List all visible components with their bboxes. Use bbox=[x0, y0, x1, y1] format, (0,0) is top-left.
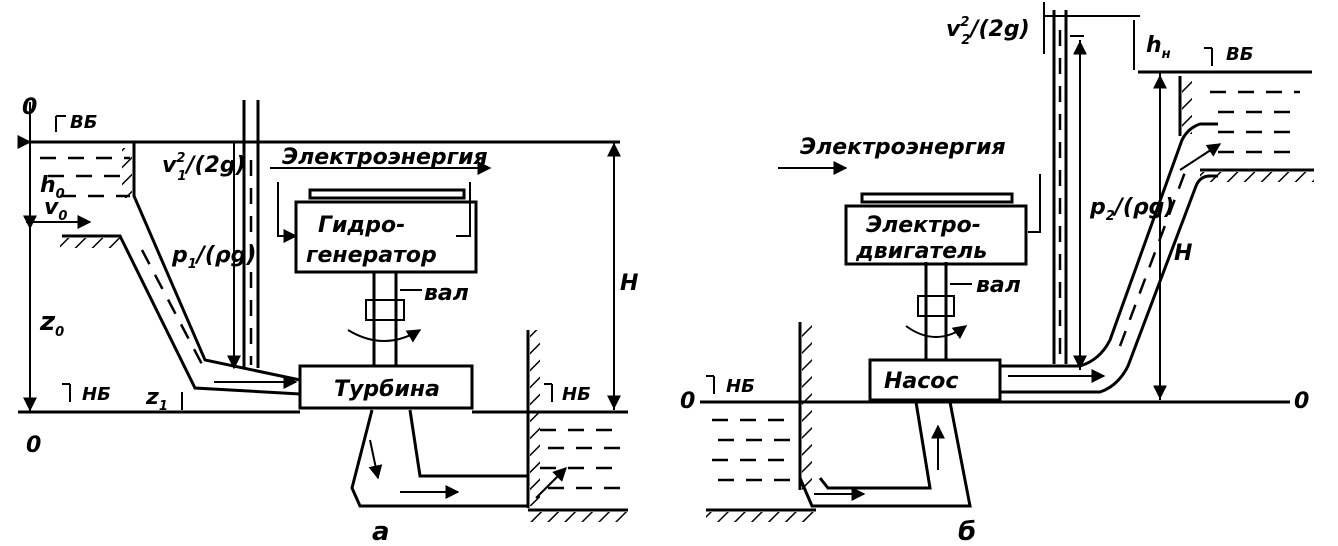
datum-label-right-right: 0 bbox=[1294, 389, 1309, 414]
downstream-water-left bbox=[540, 428, 620, 490]
generator-cap bbox=[308, 188, 466, 200]
pressure-head-1: p1/(ρg) bbox=[171, 243, 256, 272]
turbine-label: Турбина bbox=[334, 377, 440, 402]
downstream-mark-left bbox=[62, 383, 71, 402]
penstock-flow bbox=[140, 249, 207, 371]
turbine-box bbox=[298, 364, 474, 410]
draft-tube-outer bbox=[350, 409, 528, 508]
generator-cable-left bbox=[277, 182, 298, 243]
caption-a: а bbox=[372, 517, 390, 546]
head-label-left: H bbox=[620, 271, 638, 296]
elevation-label: z0 bbox=[39, 307, 64, 340]
downstream-level-label-pump: НБ bbox=[726, 376, 755, 397]
suction-pipe-outer bbox=[798, 401, 972, 508]
upstream-mark-right bbox=[1204, 47, 1213, 66]
shaft-label-left: вал bbox=[424, 281, 469, 306]
upstream-water-right bbox=[1210, 90, 1300, 154]
motor-label-line1: Электро- bbox=[866, 213, 981, 238]
motor-label-line2: двигатель bbox=[855, 239, 987, 264]
electricity-label-left: Электроэнергия bbox=[282, 145, 488, 170]
upstream-level-label-right: ВБ bbox=[1226, 44, 1253, 65]
generator-cable-right bbox=[456, 182, 471, 237]
head-label-right: H bbox=[1174, 241, 1192, 266]
pump-rotation-arrow bbox=[905, 325, 968, 340]
electricity-label-right: Электроэнергия bbox=[800, 135, 1006, 160]
shaft-label-right: вал bbox=[976, 273, 1021, 298]
downstream-level-label-left: НБ bbox=[82, 384, 111, 405]
upstream-level-label: ВБ bbox=[70, 112, 97, 133]
motor-cap bbox=[860, 192, 1014, 204]
penstock-upper-wall bbox=[132, 142, 301, 382]
datum-label-left: 0 bbox=[26, 433, 41, 458]
hn-label: hн bbox=[1146, 33, 1171, 62]
motor-box bbox=[844, 204, 1028, 266]
upstream-water bbox=[40, 156, 130, 198]
downstream-level-label-right: НБ bbox=[562, 384, 591, 405]
upstream-mark bbox=[55, 115, 66, 132]
pressure-head-2: p2/(ρg) bbox=[1089, 195, 1174, 224]
datum-label-right-left: 0 bbox=[680, 389, 695, 414]
generator-label-line2: генератор bbox=[306, 243, 437, 268]
motor-cable bbox=[1028, 174, 1041, 233]
discharge-pipe-upper bbox=[1000, 122, 1218, 368]
depth-label: h0 bbox=[40, 173, 65, 202]
downstream-mark-pump bbox=[706, 375, 715, 394]
pump-label: Насос bbox=[884, 369, 958, 394]
caption-b: б bbox=[958, 517, 976, 546]
downstream-water-right bbox=[712, 418, 792, 482]
rotation-arrow bbox=[347, 329, 422, 343]
suction-pipe-inner bbox=[818, 401, 932, 490]
generator-label-line1: Гидро- bbox=[318, 213, 405, 238]
top-marker: 0 bbox=[22, 95, 37, 120]
draft-tube-inner bbox=[408, 409, 528, 478]
downstream-mark-right bbox=[544, 383, 553, 402]
penstock-lower-wall bbox=[62, 234, 301, 396]
z1-label: z1 bbox=[145, 385, 168, 414]
generator-box bbox=[294, 200, 478, 274]
velocity-0-label: v0 bbox=[44, 195, 67, 224]
pump-box bbox=[868, 358, 1002, 402]
